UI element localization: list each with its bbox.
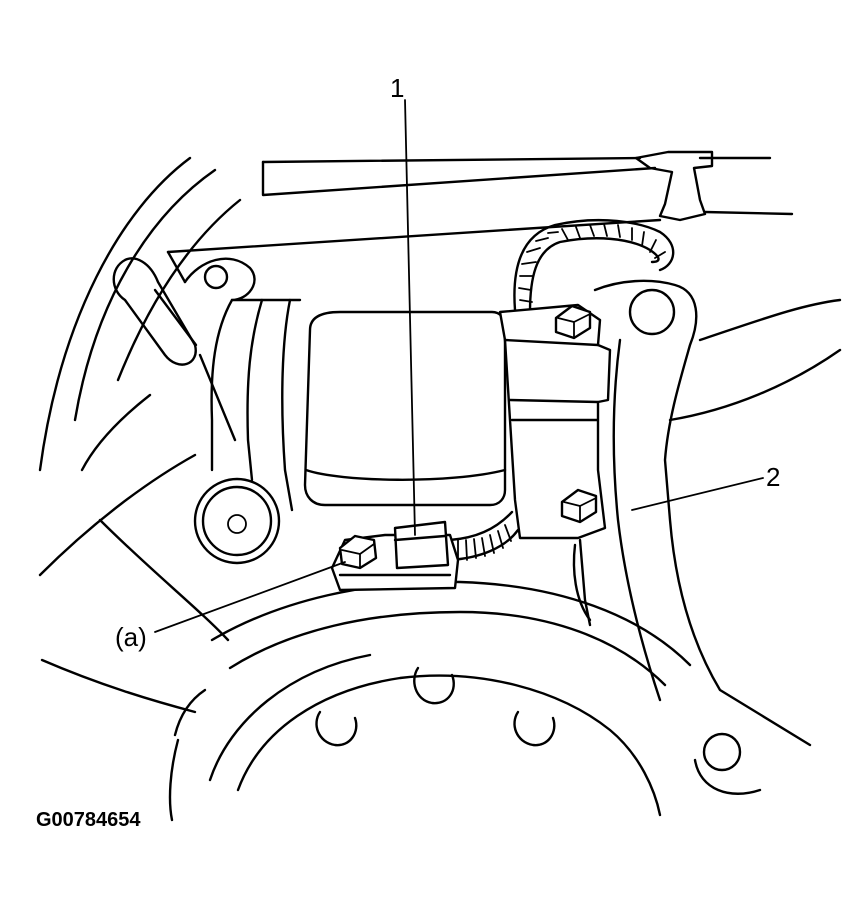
callout-a-label: (a) [115,622,147,652]
housing-outline [38,150,842,822]
module-bolt-bottom [560,488,598,524]
sensor-assembly [330,520,460,592]
leader-lines [154,99,764,633]
module-bracket [498,303,612,627]
figure-id: G00784654 [36,809,141,831]
callout-2-label: 2 [766,462,780,492]
callout-1-label: 1 [390,73,404,103]
module-bolt-top [554,304,592,340]
